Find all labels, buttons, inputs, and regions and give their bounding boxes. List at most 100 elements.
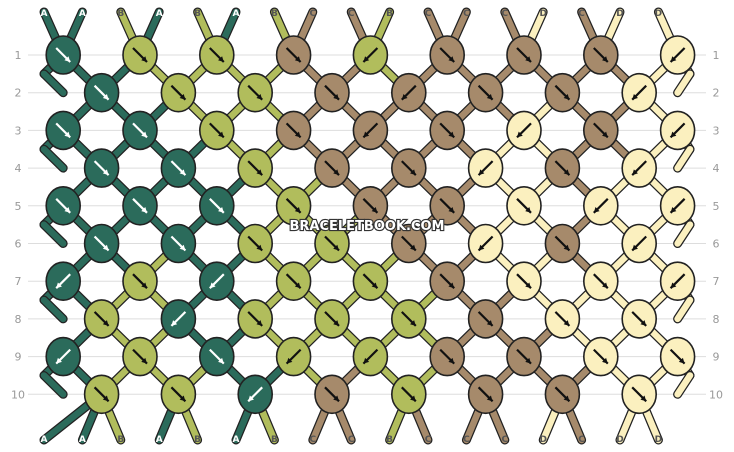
knot <box>45 336 82 377</box>
knot <box>621 223 658 264</box>
arrow-head-icon <box>256 169 263 176</box>
row-label-right: 10 <box>709 388 723 401</box>
knot <box>352 336 389 377</box>
knot <box>429 186 466 226</box>
row-label-right: 2 <box>713 87 720 100</box>
arrow-head-icon <box>333 93 339 100</box>
knot <box>390 223 427 264</box>
thread-end <box>40 70 67 96</box>
arrow-head-icon <box>294 56 301 62</box>
arrow-head-icon <box>478 244 485 251</box>
arrow-head-icon <box>141 282 147 289</box>
row-label-left: 8 <box>15 313 22 326</box>
knot <box>506 186 542 226</box>
knot <box>237 72 273 113</box>
arrow-head-icon <box>363 357 370 364</box>
arrow-head-icon <box>410 395 416 402</box>
row-label-right: 3 <box>713 124 720 137</box>
knot <box>45 186 82 226</box>
thread-label-bottom: B <box>194 435 201 445</box>
arrow-head-icon <box>56 282 62 289</box>
arrow-head-icon <box>218 207 224 213</box>
knot <box>621 148 658 188</box>
arrow-head-icon <box>602 357 608 364</box>
arrow-head-icon <box>448 56 455 62</box>
arrow-head-icon <box>525 207 531 213</box>
thread-label-top: D <box>539 9 546 19</box>
arrow-head-icon <box>256 93 263 100</box>
thread-label-top: A <box>79 9 86 19</box>
thread-label-top: B <box>194 9 201 19</box>
knot <box>352 110 389 151</box>
thread-label-top: A <box>233 9 240 19</box>
knot <box>199 261 235 302</box>
thread-label-top: A <box>156 9 163 19</box>
arrow-head-icon <box>486 395 493 402</box>
thread-end <box>40 221 67 247</box>
knot <box>45 261 82 302</box>
arrow-head-icon <box>525 357 531 364</box>
thread-label-bottom: B <box>271 435 278 445</box>
thread-label-top: B <box>117 9 124 19</box>
thread-label-bottom: B <box>117 435 124 445</box>
thread-end <box>40 296 67 323</box>
knot <box>544 223 581 264</box>
knot <box>275 110 312 151</box>
arrow-head-icon <box>102 169 109 176</box>
knot <box>314 374 350 415</box>
thread-label-top: C <box>578 9 585 19</box>
arrow-head-icon <box>632 169 638 176</box>
arrow-head-icon <box>102 244 109 251</box>
arrow-head-icon <box>486 93 493 100</box>
knot-grid <box>45 35 696 415</box>
row-label-left: 6 <box>15 238 22 251</box>
knot <box>582 35 619 75</box>
knot <box>582 261 619 302</box>
arrow-head-icon <box>218 131 224 138</box>
thread-end <box>674 296 694 323</box>
arrow-head-icon <box>333 320 339 326</box>
arrow-head-icon <box>448 282 455 289</box>
knot <box>659 35 696 75</box>
thread-label-top: A <box>41 9 48 19</box>
arrow-head-icon <box>64 131 71 138</box>
thread-label-top: C <box>501 9 508 19</box>
arrow-head-icon <box>448 207 455 213</box>
thread-end <box>674 146 694 172</box>
knot <box>122 261 158 302</box>
knot <box>429 35 466 75</box>
row-label-right: 4 <box>713 162 720 175</box>
arrow-head-icon <box>640 320 647 326</box>
arrow-head-icon <box>102 320 109 326</box>
row-label-left: 3 <box>15 124 22 137</box>
thread-label-bottom: C <box>578 435 585 445</box>
knot <box>544 374 581 415</box>
knot <box>275 35 312 75</box>
knot <box>122 110 158 151</box>
arrow-head-icon <box>102 395 109 402</box>
arrow-head-icon <box>64 56 71 62</box>
arrow-head-icon <box>179 169 186 176</box>
thread-label-bottom: A <box>233 435 240 445</box>
thread-label-bottom: A <box>41 435 48 445</box>
knot <box>352 35 389 75</box>
knot <box>390 148 427 188</box>
thread-label-top: D <box>616 9 623 19</box>
arrow-head-icon <box>640 395 647 402</box>
knot <box>160 299 197 339</box>
knot <box>429 110 466 151</box>
watermark: BRACELETBOOK.COM <box>290 219 445 234</box>
knot <box>45 35 82 75</box>
arrow-head-icon <box>209 282 216 289</box>
row-label-right: 1 <box>713 49 720 62</box>
thread-label-bottom: D <box>539 435 546 445</box>
arrow-head-icon <box>363 131 370 138</box>
arrow-head-icon <box>563 320 570 326</box>
knot <box>467 148 504 188</box>
knot <box>467 72 504 113</box>
knot <box>199 336 235 377</box>
arrow-head-icon <box>218 56 224 62</box>
arrow-head-icon <box>448 131 455 138</box>
